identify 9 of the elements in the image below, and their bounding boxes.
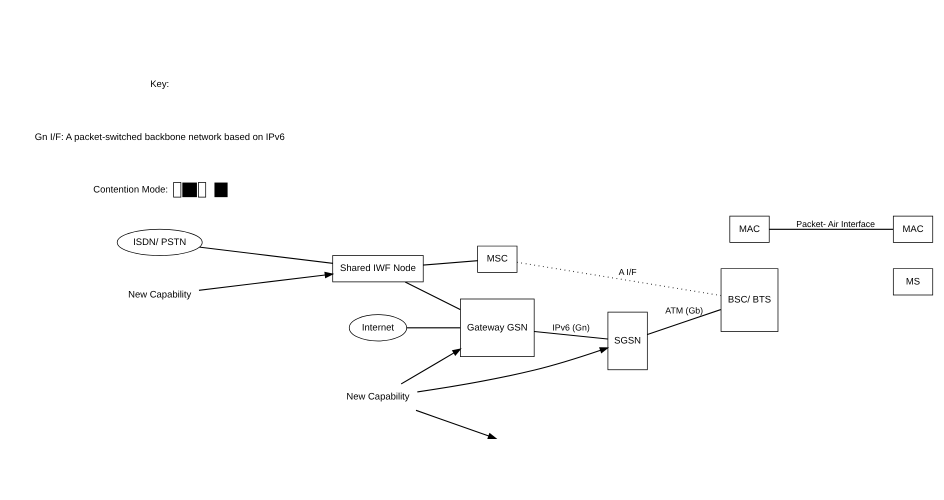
label: Key: [150, 79, 169, 90]
node-text: New Capability [128, 289, 191, 300]
node-text: New Capability [346, 392, 410, 403]
label: Gn I/F: A packet-switched backbone network based on IPv6 [34, 132, 284, 143]
edge-label: A I/F [618, 266, 636, 277]
legend-label: Contention Mode: [92, 184, 168, 196]
edge-label: IPv6 (Gn) [552, 322, 590, 332]
edge-label: Packet- Air Interface [796, 218, 875, 229]
edge-label: ATM (Gb) [664, 306, 703, 316]
